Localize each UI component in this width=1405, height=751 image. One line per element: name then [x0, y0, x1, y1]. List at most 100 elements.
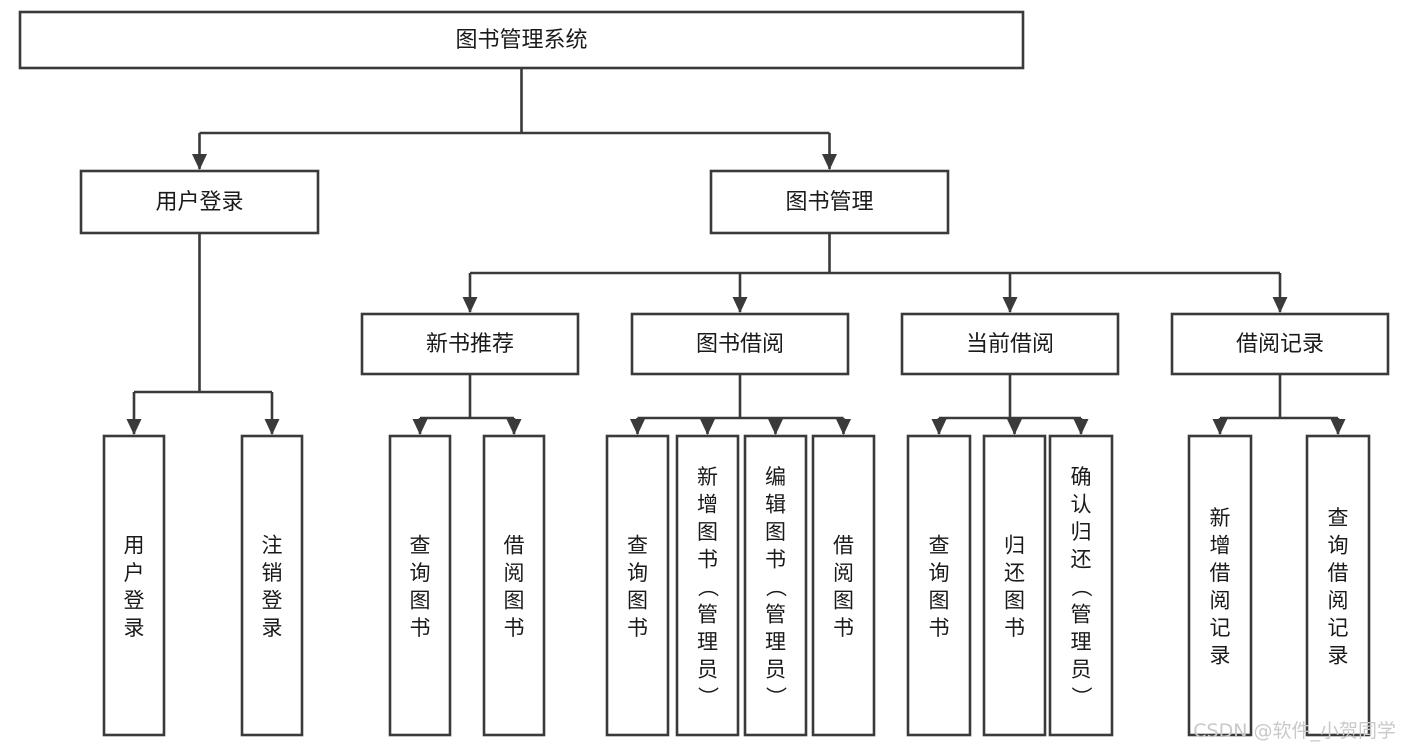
node-login[interactable] — [79, 169, 320, 235]
svg-text:）: ） — [764, 686, 788, 707]
node-leaf-query-book-1[interactable] — [388, 434, 452, 737]
svg-text:阅: 阅 — [1328, 589, 1349, 613]
arrow-head-icon — [264, 419, 280, 435]
arrow-head-icon — [1330, 419, 1346, 435]
arrow-head-icon — [1073, 419, 1089, 435]
node-leaf-add-record[interactable] — [1187, 434, 1253, 737]
node-label-newbook: 新书推荐 — [426, 332, 514, 357]
svg-text:查: 查 — [627, 534, 648, 558]
svg-text:书: 书 — [627, 616, 648, 640]
arrow-head-icon — [126, 419, 142, 435]
svg-text:图: 图 — [765, 520, 786, 544]
node-label-login: 用户登录 — [155, 190, 243, 215]
node-leaf-borrow-book-2[interactable] — [811, 434, 876, 737]
svg-text:登: 登 — [262, 589, 283, 613]
svg-text:管: 管 — [1071, 602, 1092, 626]
node-label-bookmgmt: 图书管理 — [785, 190, 873, 215]
arrow-head-icon — [1002, 297, 1018, 313]
svg-text:图: 图 — [697, 520, 718, 544]
svg-text:编: 编 — [765, 465, 786, 489]
node-leaf-query-book-2[interactable] — [605, 434, 670, 737]
svg-text:）: ） — [1069, 686, 1093, 707]
svg-text:借: 借 — [1328, 561, 1349, 585]
svg-text:借: 借 — [1210, 561, 1231, 585]
node-leaf-borrow-book-1[interactable] — [482, 434, 546, 737]
svg-text:户: 户 — [124, 561, 145, 585]
svg-text:理: 理 — [697, 630, 718, 654]
node-borrow[interactable] — [630, 312, 850, 376]
node-label-current: 当前借阅 — [966, 332, 1054, 357]
svg-text:记: 记 — [1328, 616, 1349, 640]
node-label-root: 图书管理系统 — [455, 28, 587, 53]
svg-text:理: 理 — [765, 630, 786, 654]
svg-text:书: 书 — [697, 547, 718, 571]
svg-text:图: 图 — [410, 589, 431, 613]
svg-text:登: 登 — [124, 589, 145, 613]
svg-text:询: 询 — [1328, 534, 1349, 558]
svg-text:员: 员 — [765, 657, 786, 681]
node-leaf-confirm-return[interactable] — [1048, 434, 1114, 737]
svg-text:确: 确 — [1071, 465, 1092, 489]
svg-text:书: 书 — [765, 547, 786, 571]
svg-text:新: 新 — [1210, 506, 1231, 530]
arrow-head-icon — [192, 154, 207, 170]
node-records[interactable] — [1170, 312, 1390, 376]
node-bookmgmt[interactable] — [709, 169, 950, 235]
svg-text:书: 书 — [929, 616, 950, 640]
svg-text:注: 注 — [262, 534, 283, 558]
node-current[interactable] — [900, 312, 1120, 376]
arrow-head-icon — [1007, 419, 1022, 435]
svg-text:图: 图 — [1004, 589, 1025, 613]
node-newbook[interactable] — [360, 312, 580, 376]
svg-text:管: 管 — [765, 602, 786, 626]
svg-text:图: 图 — [929, 589, 950, 613]
arrow-head-icon — [732, 297, 748, 313]
node-leaf-query-record[interactable] — [1305, 434, 1371, 737]
svg-text:查: 查 — [1328, 506, 1349, 530]
node-root-root[interactable] — [18, 10, 1025, 70]
csdn-watermark: CSDN @软件_小贺同学 — [1193, 720, 1396, 742]
svg-text:查: 查 — [929, 534, 950, 558]
svg-text:（: （ — [1069, 576, 1093, 597]
svg-text:录: 录 — [262, 616, 283, 640]
svg-text:询: 询 — [929, 561, 950, 585]
svg-text:录: 录 — [1328, 644, 1349, 668]
node-leaf-user-login[interactable] — [102, 434, 166, 737]
svg-text:管: 管 — [697, 602, 718, 626]
svg-text:归: 归 — [1071, 520, 1092, 544]
node-leaf-query-book-3[interactable] — [906, 434, 972, 737]
svg-text:员: 员 — [1071, 657, 1092, 681]
svg-text:阅: 阅 — [833, 561, 854, 585]
svg-text:书: 书 — [410, 616, 431, 640]
node-leaf-logout[interactable] — [240, 434, 304, 737]
node-leaf-return-book[interactable] — [982, 434, 1047, 737]
node-leaf-add-book[interactable] — [675, 434, 740, 737]
svg-text:新: 新 — [697, 465, 718, 489]
svg-text:（: （ — [764, 576, 788, 597]
svg-text:）: ） — [696, 686, 720, 707]
arrow-head-icon — [630, 419, 645, 435]
svg-text:认: 认 — [1071, 492, 1092, 516]
svg-text:用: 用 — [124, 534, 145, 558]
arrow-head-icon — [768, 419, 783, 435]
nodes-layer: 图书管理系统用户登录图书管理新书推荐图书借阅当前借阅借阅记录用户登录注销登录查询… — [18, 10, 1390, 737]
arrow-head-icon — [412, 419, 428, 435]
svg-text:归: 归 — [1004, 534, 1025, 558]
svg-text:（: （ — [696, 576, 720, 597]
node-leaf-edit-book[interactable] — [743, 434, 808, 737]
arrow-head-icon — [836, 419, 851, 435]
svg-text:还: 还 — [1071, 547, 1092, 571]
svg-text:阅: 阅 — [1210, 589, 1231, 613]
svg-text:记: 记 — [1210, 616, 1231, 640]
